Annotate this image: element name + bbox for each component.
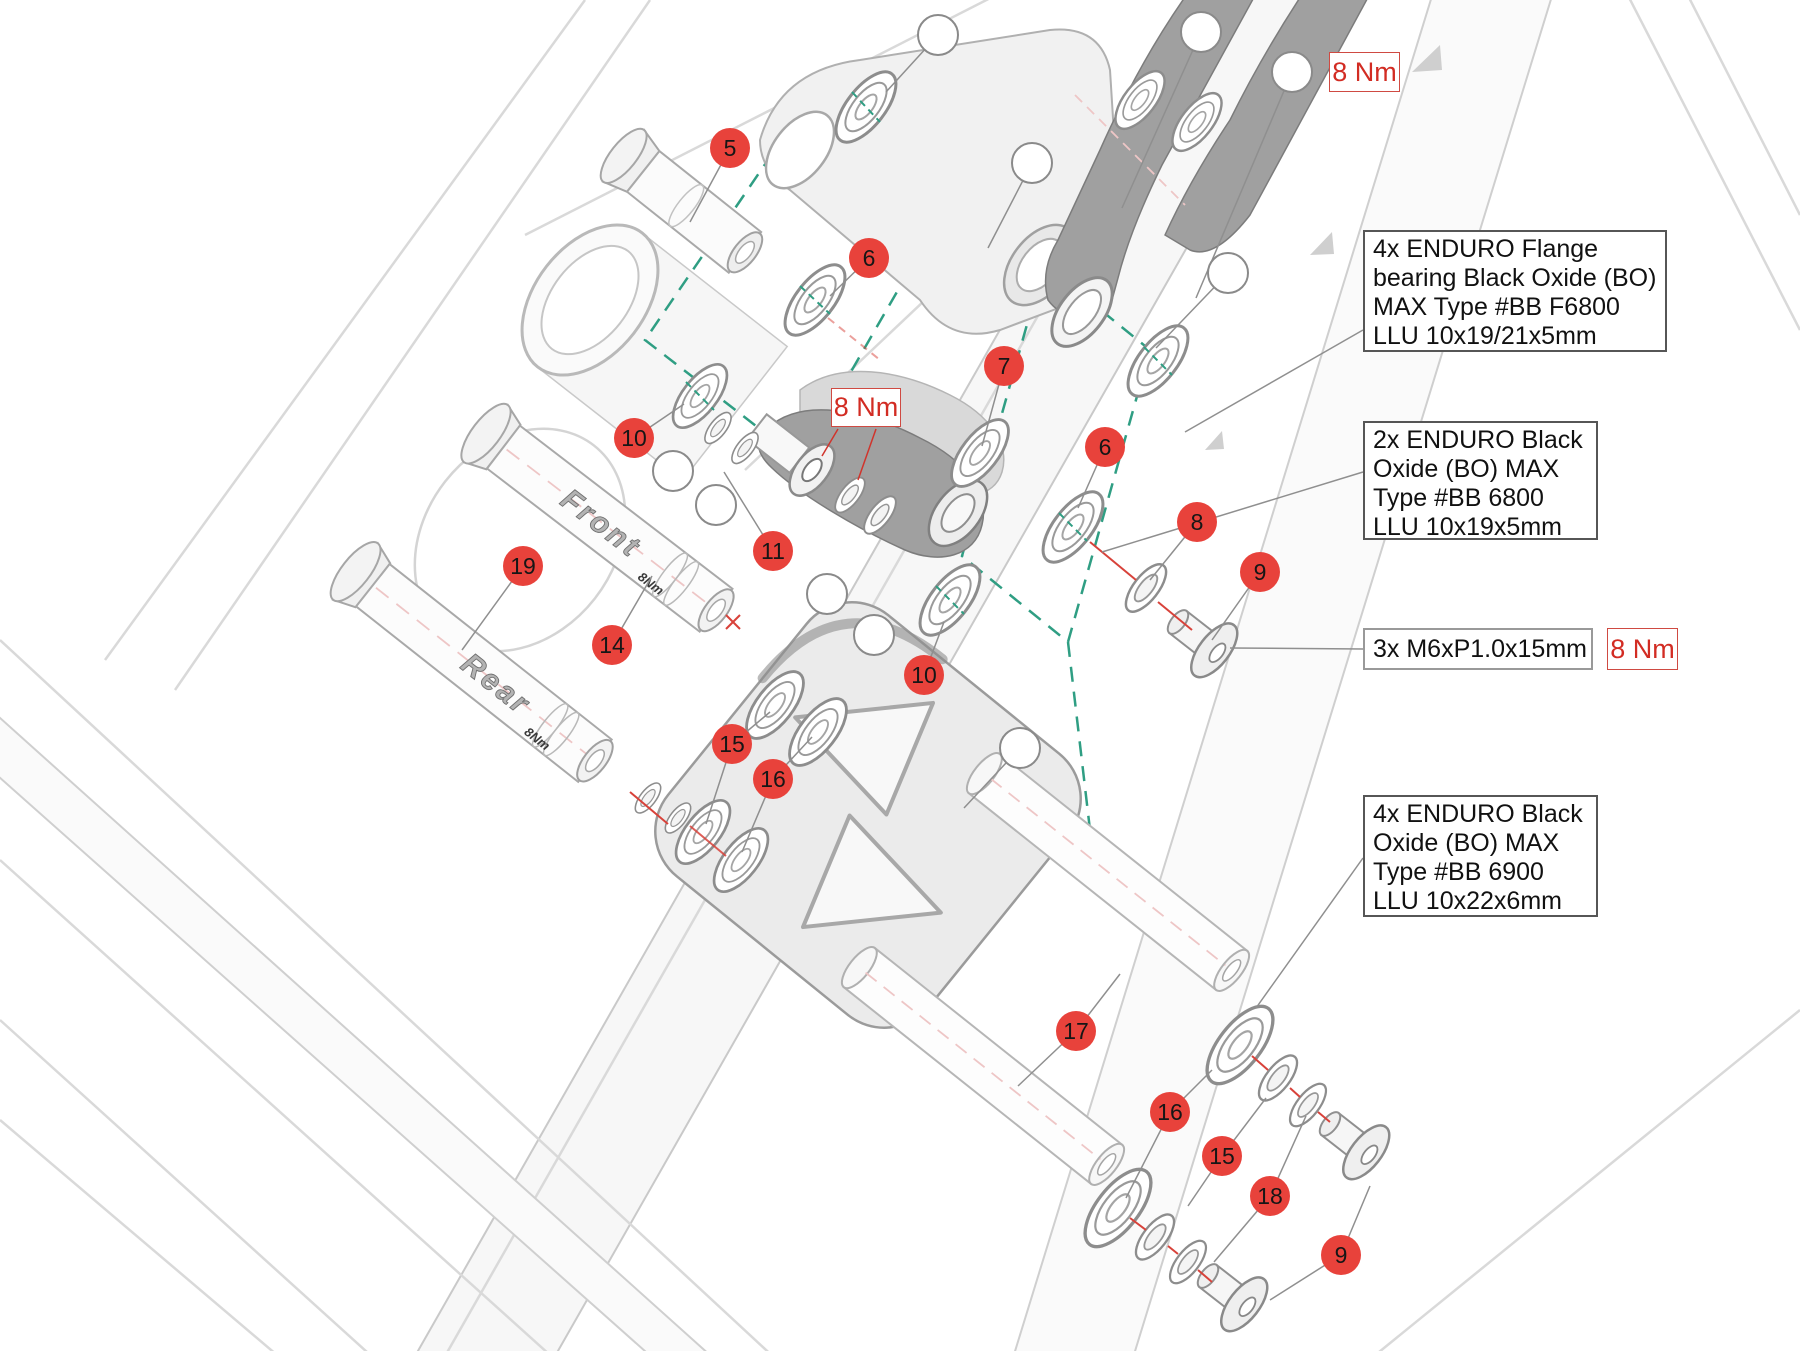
- torque-box-screws: 8 Nm: [1607, 628, 1678, 670]
- red-centerlines: [629, 317, 1331, 1283]
- note-line: bearing Black Oxide (BO): [1373, 264, 1657, 292]
- note-line: 2x ENDURO Black: [1373, 426, 1583, 454]
- front-axle: Front 8Nm: [460, 402, 735, 634]
- callout-14: 14: [592, 625, 632, 665]
- note-bb6800: 2x ENDURO Black Oxide (BO) MAX Type #BB …: [1363, 421, 1598, 541]
- seatstay-clevis: [1044, 0, 1254, 316]
- note-line: LLU 10x19/21x5mm: [1373, 322, 1597, 350]
- callout-9-bottom: 9: [1321, 1235, 1361, 1275]
- white-callout-circles: [652, 11, 1313, 769]
- pivot-bore: [520, 223, 660, 377]
- spacer-tube-lower: [840, 946, 1126, 1186]
- note-screw-size: 3x M6xP1.0x15mm: [1363, 628, 1593, 670]
- pivot-pin-5: [599, 127, 764, 275]
- pivot-bolt: [745, 412, 836, 497]
- note-line: 3x M6xP1.0x15mm: [1373, 634, 1587, 663]
- callout-6-top: 6: [849, 238, 889, 278]
- note-line: 4x ENDURO Black: [1373, 800, 1583, 828]
- callout-5: 5: [710, 128, 750, 168]
- direction-arrow-icon: [1412, 45, 1442, 72]
- callout-9-right: 9: [1240, 552, 1280, 592]
- callout-15-bottom: 15: [1202, 1136, 1242, 1176]
- callout-7: 7: [984, 346, 1024, 386]
- torque-box-top: 8 Nm: [1329, 52, 1400, 92]
- rear-axle: Rear 8Nm: [329, 541, 614, 784]
- note-line: Oxide (BO) MAX: [1373, 829, 1560, 857]
- spacer-tube-upper: [965, 752, 1251, 992]
- torque-box-center: 8 Nm: [831, 388, 901, 427]
- note-bb6900: 4x ENDURO Black Oxide (BO) MAX Type #BB …: [1363, 795, 1598, 917]
- note-flange-bearing: 4x ENDURO Flange bearing Black Oxide (BO…: [1363, 230, 1667, 352]
- note-line: 4x ENDURO Flange: [1373, 235, 1599, 263]
- callout-18: 18: [1250, 1176, 1290, 1216]
- callout-11: 11: [753, 531, 793, 571]
- direction-arrow-icon: [1310, 232, 1334, 255]
- note-line: Oxide (BO) MAX: [1373, 455, 1560, 483]
- callout-16-left: 16: [753, 759, 793, 799]
- seatstay-clevis-prong: [1164, 0, 1368, 253]
- note-line: LLU 10x22x6mm: [1373, 887, 1562, 915]
- torque-leader-lines: [821, 428, 877, 481]
- note-line: LLU 10x19x5mm: [1373, 513, 1562, 541]
- bearing-axis-ticks: [685, 91, 1173, 615]
- callout-6-mid: 6: [1085, 427, 1125, 467]
- callout-15-left: 15: [712, 724, 752, 764]
- note-line: Type #BB 6800: [1373, 484, 1544, 512]
- callout-16-bottom: 16: [1150, 1092, 1190, 1132]
- frame-stay: [0, 716, 707, 1351]
- note-line: Type #BB 6900: [1373, 858, 1544, 886]
- note-line: MAX Type #BB F6800: [1373, 293, 1620, 321]
- callout-19: 19: [503, 546, 543, 586]
- callout-10-right: 10: [904, 655, 944, 695]
- callout-8: 8: [1177, 502, 1217, 542]
- callout-17: 17: [1056, 1011, 1096, 1051]
- callout-10-left: 10: [614, 418, 654, 458]
- direction-arrow-icon: [1205, 431, 1224, 450]
